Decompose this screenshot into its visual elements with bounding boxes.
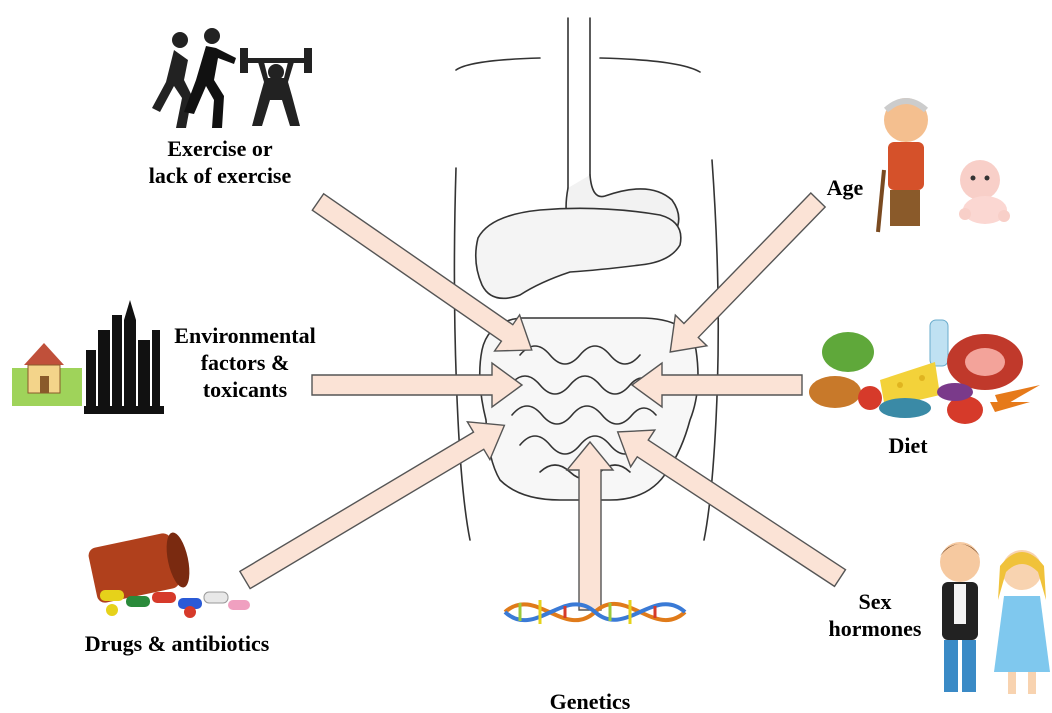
label-diet: Diet	[878, 432, 938, 459]
food-pile-icon	[809, 320, 1040, 424]
arrow-sex-hormones	[606, 414, 852, 597]
label-drugs: Drugs & antibiotics	[62, 630, 292, 657]
pill-bottle-icon	[87, 531, 250, 618]
label-environment-line3: toxicants	[160, 376, 330, 403]
label-exercise: Exercise or lack of exercise	[140, 135, 300, 189]
label-exercise-line2: lack of exercise	[140, 162, 300, 189]
label-diet-line1: Diet	[878, 432, 938, 459]
label-sex-hormones: Sex hormones	[820, 588, 930, 642]
label-genetics: Genetics	[535, 688, 645, 713]
label-genetics-line1: Genetics	[535, 688, 645, 713]
runners-and-weightlifter-icon	[152, 28, 312, 128]
house-and-city-skyline-icon	[12, 300, 164, 414]
label-environment-line1: Environmental	[160, 322, 330, 349]
label-age: Age	[818, 174, 872, 201]
label-environment: Environmental factors & toxicants	[160, 322, 330, 403]
label-drugs-line1: Drugs & antibiotics	[62, 630, 292, 657]
label-sex-hormones-line1: Sex	[820, 588, 930, 615]
label-exercise-line1: Exercise or	[140, 135, 300, 162]
arrow-genetics	[567, 442, 613, 610]
label-sex-hormones-line2: hormones	[820, 615, 930, 642]
elderly-man-and-baby-icon	[878, 98, 1010, 232]
label-environment-line2: factors &	[160, 349, 330, 376]
boy-and-girl-icon	[940, 542, 1050, 694]
arrow-drugs	[234, 406, 516, 598]
label-age-line1: Age	[818, 174, 872, 201]
arrow-age	[654, 185, 833, 368]
